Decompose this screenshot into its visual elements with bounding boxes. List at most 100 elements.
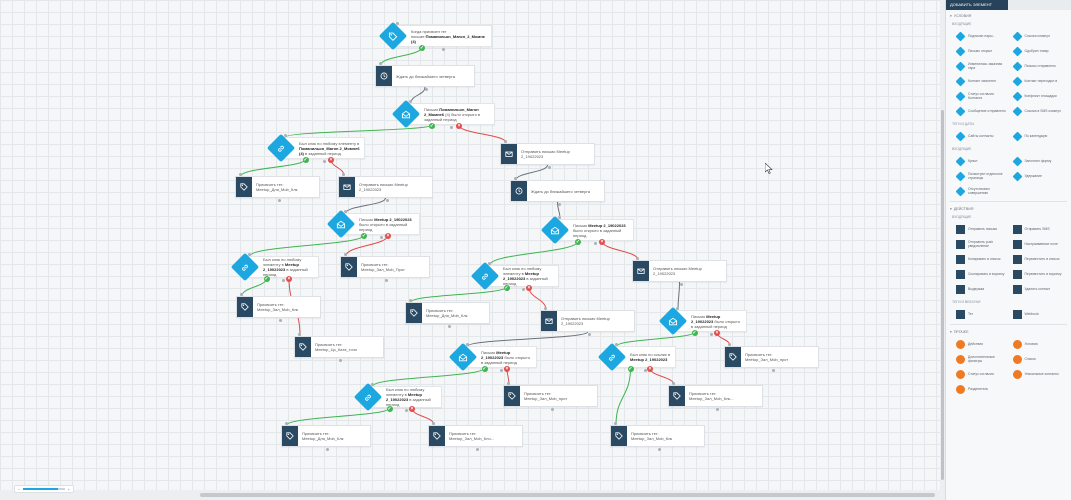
condition-node[interactable]: Письмо Meetup 2_19022023 было открыто в … xyxy=(658,306,747,336)
yes-connection[interactable] xyxy=(372,367,485,387)
vertical-scrollbar[interactable] xyxy=(940,0,945,490)
yes-connection[interactable] xyxy=(615,367,631,426)
input-port[interactable] xyxy=(558,216,561,219)
output-port[interactable] xyxy=(322,160,326,163)
condition-node[interactable]: Письмо Meetup 2_19022023 было открыто в … xyxy=(448,342,537,372)
zoom-out-icon[interactable]: − xyxy=(18,486,21,492)
action-node[interactable]: Присвоить тег: Meetup_Зал_Mob_Прот xyxy=(340,256,430,278)
action-node[interactable]: Отправить письмо Meetup 2_19022023 xyxy=(632,260,727,282)
section-other-header[interactable]: ▾ПРОЧЕЕ xyxy=(950,330,969,334)
panel-element-item[interactable]: Статус согласия Контакта xyxy=(955,90,1009,102)
output-port[interactable] xyxy=(326,448,329,451)
input-port[interactable] xyxy=(507,382,510,385)
action-node[interactable]: Отправить письмо Meetup 2_19022023 xyxy=(338,176,433,198)
panel-element-item[interactable]: Выдержка xyxy=(956,283,1009,295)
input-port[interactable] xyxy=(344,253,347,256)
panel-element-item[interactable]: Список xyxy=(1012,353,1066,365)
panel-element-item[interactable]: Отправить письмо xyxy=(956,223,1009,235)
output-port[interactable] xyxy=(657,448,661,451)
action-node[interactable]: Присвоить тег: Meetup_Для_Mob_Клк xyxy=(405,302,490,324)
panel-element-item[interactable]: Ссылка кликнул xyxy=(1012,30,1066,42)
zoom-control[interactable]: − + xyxy=(14,485,74,493)
input-port[interactable] xyxy=(676,307,679,310)
condition-node[interactable]: Был клик по любому элементу в Meetup 2_1… xyxy=(353,382,442,412)
action-node[interactable]: Отправить письмо Meetup 2_19022023 xyxy=(500,143,595,165)
action-node[interactable]: Присвоить тег: Meetup_Зал_Mob_прот xyxy=(503,385,598,407)
horizontal-scrollbar[interactable] xyxy=(0,490,945,500)
panel-element-item[interactable]: Отправить push уведомление xyxy=(956,238,1009,250)
input-port[interactable] xyxy=(248,253,251,256)
horizontal-scroll-thumb[interactable] xyxy=(200,493,935,497)
panel-element-item[interactable]: Уникальные контакты xyxy=(1012,368,1066,380)
output-port[interactable] xyxy=(715,408,719,411)
panel-element-item[interactable]: Сайты контакты xyxy=(955,130,1009,142)
panel-element-item[interactable]: По календарю xyxy=(1012,130,1066,142)
output-port[interactable] xyxy=(385,279,388,282)
condition-node[interactable]: Был клик по ссылке в Meetup 2_19022023 xyxy=(597,342,676,372)
action-node[interactable]: Присвоить тег: Meetup_Зал_Mob_Клк xyxy=(610,425,705,447)
condition-node[interactable]: Письмо Meetup 2_19022023 было открыто в … xyxy=(540,215,634,245)
input-port[interactable] xyxy=(488,262,491,265)
panel-element-item[interactable]: Купил xyxy=(955,155,1009,167)
panel-element-item[interactable]: Изменилась заказная тара xyxy=(955,60,1009,72)
yes-connection[interactable] xyxy=(249,234,365,257)
action-node[interactable]: Присвоить тег: Meetup_Цо_Ката_точн xyxy=(294,336,384,358)
panel-element-item[interactable]: Условия xyxy=(1012,338,1066,350)
input-port[interactable] xyxy=(298,333,301,336)
action-node[interactable]: Присвоить тег: Meetup_Для_Mob_Клк xyxy=(235,176,320,198)
action-node[interactable]: Присвоить тег: Meetup_Зал_Mob_прот xyxy=(724,346,819,368)
input-port[interactable] xyxy=(371,383,374,386)
action-node[interactable]: Присвоить тег: Meetup_Для_Mob_Клк xyxy=(281,425,371,447)
output-port[interactable] xyxy=(550,408,554,411)
input-port[interactable] xyxy=(409,299,412,302)
panel-element-item[interactable]: Контакт заполнен xyxy=(955,75,1009,87)
panel-element-item[interactable]: Заполнил форму xyxy=(1012,155,1066,167)
input-port[interactable] xyxy=(379,62,382,65)
input-port[interactable] xyxy=(514,177,517,180)
output-port[interactable] xyxy=(499,369,503,372)
action-node[interactable]: Ждать до ближайшего четверга xyxy=(510,180,605,202)
panel-element-item[interactable]: Удалить контакт xyxy=(1012,283,1066,295)
yes-connection[interactable] xyxy=(285,124,433,138)
panel-element-item[interactable]: Статус согласия xyxy=(956,368,1009,380)
panel-element-item[interactable]: Скопировать в воронку xyxy=(956,268,1009,280)
panel-element-item[interactable]: Отправить SMS xyxy=(1012,223,1066,235)
panel-element-item[interactable]: Копировать в список xyxy=(956,253,1009,265)
output-port[interactable] xyxy=(278,319,282,322)
workflow-canvas[interactable]: Когда присвоен тег письме:Поманильон_Маг… xyxy=(0,0,940,490)
input-port[interactable] xyxy=(614,422,617,425)
input-port[interactable] xyxy=(672,382,675,385)
action-node[interactable]: Присвоить тег: Meetup_Зал_Mob_Клк xyxy=(236,296,321,318)
input-port[interactable] xyxy=(284,134,287,137)
input-port[interactable] xyxy=(240,293,243,296)
panel-element-item[interactable]: Действия xyxy=(956,338,1009,350)
output-port[interactable] xyxy=(277,199,281,202)
panel-element-item[interactable]: Разделитель xyxy=(956,383,1009,395)
zoom-slider[interactable] xyxy=(23,488,65,490)
condition-node[interactable]: Когда присвоен тег письме:Поманильон_Маг… xyxy=(378,21,492,51)
panel-element-item[interactable]: Отсутствовал совершению xyxy=(955,185,1009,197)
output-port[interactable] xyxy=(547,166,551,169)
action-node[interactable]: Ждать до ближайшего четверга xyxy=(375,65,475,87)
input-port[interactable] xyxy=(432,422,435,425)
input-port[interactable] xyxy=(544,307,547,310)
output-port[interactable] xyxy=(450,126,453,129)
condition-node[interactable]: Письмо Meetup 2_19022023 было открыто в … xyxy=(326,209,420,239)
output-port[interactable] xyxy=(587,333,591,336)
input-port[interactable] xyxy=(728,343,731,346)
action-node[interactable]: Присвоить тег: Meetup_Зал_Mob_Клк... xyxy=(668,385,763,407)
panel-element-item[interactable]: Переместить в воронку xyxy=(1012,268,1066,280)
yes-connection[interactable] xyxy=(286,407,390,426)
output-port[interactable] xyxy=(447,325,451,328)
output-port[interactable] xyxy=(643,369,647,372)
panel-element-item[interactable]: Тег xyxy=(956,308,1009,320)
zoom-in-icon[interactable]: + xyxy=(67,486,70,492)
panel-element-item[interactable]: Удержание xyxy=(1012,170,1066,182)
yes-connection[interactable] xyxy=(410,286,507,303)
output-port[interactable] xyxy=(281,279,285,282)
input-port[interactable] xyxy=(615,343,618,346)
action-node[interactable]: Присвоить тег: Meetup_Зал_Mob_Кло... xyxy=(428,425,523,447)
output-port[interactable] xyxy=(425,88,428,91)
panel-element-item[interactable]: Письмо открыл xyxy=(955,45,1009,57)
output-port[interactable] xyxy=(339,359,342,362)
